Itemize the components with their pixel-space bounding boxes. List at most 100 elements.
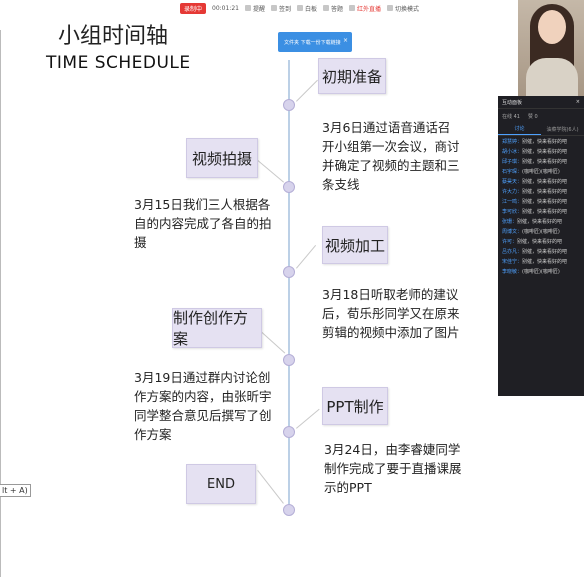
timeline-node-4 [283, 426, 295, 438]
event-label-5: END [186, 464, 256, 504]
chat-message: 周博文：(咖啡匠)(咖啡匠) [502, 229, 580, 236]
chat-message: 江一鸣：别催，快来看好的吧 [502, 199, 580, 206]
chat-message: 郑慧婷：别催，快来看好的吧 [502, 139, 580, 146]
chat-text: 别催，快来看好的吧 [522, 249, 568, 255]
chat-message: 蔡昊天：别催，快来看好的吧 [502, 179, 580, 186]
chat-text: 别催，快来看好的吧 [522, 189, 568, 195]
message-list: 郑慧婷：别催，快来看好的吧胡小冰：别催，快来看好的吧邱子琪：别催，快来看好的吧石… [498, 136, 584, 282]
toolbar-item-4[interactable]: 红外直播 [349, 4, 381, 13]
shortcut-hint: lt + A) [0, 484, 31, 497]
chat-message: 石宇琛：(咖啡匠)(咖啡匠) [502, 169, 580, 176]
panel-stats: 在线 41 赞 0 [498, 109, 584, 123]
chat-text: 别催，快来看好的吧 [522, 159, 568, 165]
chat-text: 别催，快来看好的吧 [522, 179, 568, 185]
chat-message: 邱子琪：别催，快来看好的吧 [502, 159, 580, 166]
chat-message: 吕亦凡：别催，快来看好的吧 [502, 249, 580, 256]
chat-message: 张珊：别催，快来看好的吧 [502, 219, 580, 226]
toolbar-item-3[interactable]: 答题 [323, 4, 343, 13]
chat-text: (咖啡匠)(咖啡匠) [522, 169, 560, 175]
online-count: 在线 41 [502, 113, 520, 120]
chat-author: 石宇琛： [502, 169, 523, 175]
whiteboard-icon [297, 5, 303, 11]
toolbar-item-1[interactable]: 签到 [270, 4, 291, 13]
connector-4 [296, 408, 320, 429]
chat-author: 宋佳宁： [502, 259, 523, 265]
event-desc-2: 3月18日听取老师的建议后，荀乐彤同学又在原来剪辑的视频中添加了图片 [322, 287, 460, 340]
close-icon[interactable]: × [342, 37, 348, 44]
webcam-feed [518, 0, 584, 96]
chat-message: 许大力：别催，快来看好的吧 [502, 189, 580, 196]
chat-text: 别催，快来看好的吧 [522, 149, 568, 155]
connector-0 [296, 79, 318, 102]
chat-text: 别催，快来看好的吧 [517, 239, 563, 245]
like-count: 赞 0 [527, 113, 538, 120]
switch-mode-icon [387, 5, 394, 11]
event-label-0: 初期准备 [318, 58, 386, 94]
chat-message: 胡小冰：别催，快来看好的吧 [502, 149, 580, 156]
event-label-3: 制作创作方案 [172, 308, 262, 348]
chat-text: 别催，快来看好的吧 [522, 139, 568, 145]
event-label-1: 视频拍摄 [186, 138, 258, 178]
timeline-node-0 [283, 99, 295, 111]
bell-icon [244, 5, 251, 11]
chat-author: 邱子琪： [502, 159, 523, 165]
checkin-icon [270, 5, 277, 11]
record-time: 00:01:21 [212, 4, 239, 12]
timeline-node-2 [283, 266, 295, 278]
page-title: 小组时间轴 [58, 24, 169, 49]
chat-author: 张珊： [502, 219, 518, 225]
window-edge [0, 30, 1, 577]
chat-author: 李晓敏： [502, 269, 523, 275]
panel-header: 互动面板 × [498, 96, 584, 109]
chat-message: 李晓敏：(咖啡匠)(咖啡匠) [502, 269, 580, 276]
chat-message: 许可：别催，快来看好的吧 [502, 239, 580, 246]
panel-tabs: 讨论 油菜学院(6人) [498, 123, 584, 136]
event-label-2: 视频加工 [322, 226, 388, 264]
top-toolbar: 录制中 00:01:21 提醒 签到 白板 答题 红外直播 切换模式 [180, 0, 520, 16]
chat-author: 周博文： [502, 229, 523, 235]
panel-close-icon[interactable]: × [575, 99, 580, 105]
chat-author: 李可欣： [502, 209, 523, 215]
tab-discussion[interactable]: 讨论 [498, 123, 541, 135]
tab-members[interactable]: 油菜学院(6人) [546, 126, 579, 133]
event-label-4: PPT制作 [322, 387, 388, 425]
live-icon [349, 5, 356, 11]
event-desc-0: 3月6日通过语音通话召开小组第一次会议，商讨并确定了视频的主题和三条支线 [322, 120, 460, 192]
connector-5 [257, 470, 284, 504]
timeline-node-1 [283, 181, 295, 193]
timeline-node-3 [283, 354, 295, 366]
chat-author: 许可： [502, 239, 518, 245]
chat-message: 李可欣：别催，快来看好的吧 [502, 209, 580, 216]
toolbar-item-5[interactable]: 切换模式 [387, 4, 419, 13]
chat-author: 吕亦凡： [502, 249, 523, 255]
person-body [526, 58, 578, 96]
connector-1 [257, 160, 285, 183]
tooltip-text: 文件夹 下载一份下载链接 [284, 39, 341, 46]
connector-2 [296, 245, 317, 269]
toolbar-item-2[interactable]: 白板 [297, 4, 317, 13]
interaction-panel: 互动面板 × 在线 41 赞 0 讨论 油菜学院(6人) 郑慧婷：别催，快来看好… [498, 96, 584, 396]
chat-author: 蔡昊天： [502, 179, 523, 185]
chat-text: 别催，快来看好的吧 [522, 199, 568, 205]
chat-text: 别催，快来看好的吧 [522, 209, 568, 215]
timeline-node-5 [283, 504, 295, 516]
chat-message: 宋佳宁：别催，快来看好的吧 [502, 259, 580, 266]
event-desc-1: 3月15日我们三人根据各自的内容完成了各自的拍摄 [134, 197, 272, 250]
chat-text: 别催，快来看好的吧 [517, 219, 563, 225]
chat-text: (咖啡匠)(咖啡匠) [522, 229, 560, 235]
quiz-icon [323, 5, 330, 11]
chat-text: 别催，快来看好的吧 [522, 259, 568, 265]
event-desc-4: 3月24日，由李睿婕同学制作完成了要于直播课展示的PPT [324, 442, 462, 495]
tooltip-banner: 文件夹 下载一份下载链接 × [278, 32, 352, 52]
chat-author: 郑慧婷： [502, 139, 523, 145]
chat-text: (咖啡匠)(咖啡匠) [522, 269, 560, 275]
chat-author: 许大力： [502, 189, 523, 195]
page-subtitle: TIME SCHEDULE [46, 53, 191, 73]
timeline-axis [288, 60, 290, 515]
toolbar-item-0[interactable]: 提醒 [244, 4, 265, 13]
chat-author: 江一鸣： [502, 199, 523, 205]
panel-title: 互动面板 [502, 99, 523, 106]
event-desc-3: 3月19日通过群内讨论创作方案的内容，由张昕宇同学整合意见后撰写了创作方案 [134, 370, 272, 442]
connector-3 [259, 330, 286, 354]
record-button[interactable]: 录制中 [180, 2, 207, 14]
